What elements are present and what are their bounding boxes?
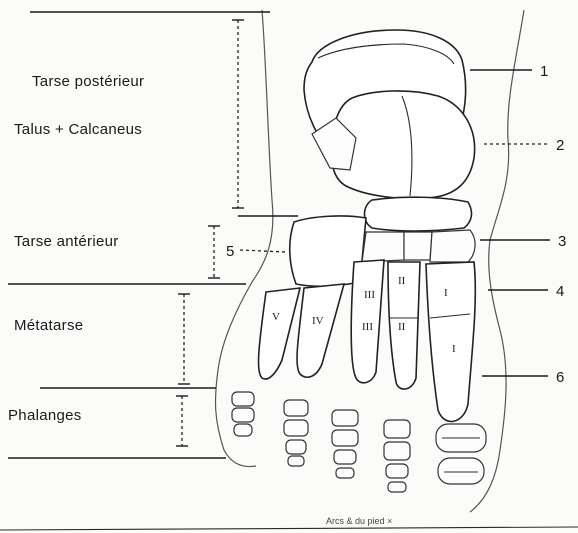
label-m3-base: III	[364, 289, 375, 301]
leader-5	[240, 250, 286, 252]
toe-3-phalanges	[332, 410, 358, 478]
label-tarse-posterieur: Tarse postérieur	[32, 73, 144, 90]
label-m1-shaft: I	[452, 343, 456, 355]
callout-2: 2	[556, 137, 564, 154]
callout-1: 1	[540, 63, 548, 80]
bottom-caption: Arcs & du pied ×	[326, 516, 392, 526]
label-phalanges: Phalanges	[8, 407, 82, 424]
label-tarse-anterieur: Tarse antérieur	[14, 233, 119, 250]
label-m2-shaft: II	[398, 321, 406, 333]
label-m4-shaft: IV	[312, 315, 324, 327]
label-m2-base: II	[398, 275, 406, 287]
callout-5: 5	[226, 243, 234, 260]
callout-6: 6	[556, 369, 564, 386]
toe-4-phalanges	[284, 400, 308, 466]
metatarsal-4	[297, 284, 344, 377]
metatarsal-1	[426, 262, 475, 421]
metatarsal-5	[259, 288, 300, 379]
label-talus-calcaneus: Talus + Calcaneus	[14, 121, 142, 138]
cuneiform-intermediate	[404, 232, 432, 260]
label-m3-shaft: III	[362, 321, 373, 333]
callout-3: 3	[558, 233, 566, 250]
label-m1-base: I	[444, 287, 448, 299]
label-metatarse: Métatarse	[14, 317, 83, 334]
navicular-bone	[365, 197, 472, 231]
toe-5-phalanges	[232, 392, 254, 436]
cuneiform-lateral	[362, 232, 404, 262]
label-m5-shaft: V	[272, 311, 280, 323]
toe-1-phalanges	[436, 424, 486, 484]
toe-2-phalanges	[384, 420, 410, 492]
bottom-scan-edge	[0, 527, 578, 530]
callout-4: 4	[556, 283, 564, 300]
cuneiform-medial	[430, 230, 475, 262]
